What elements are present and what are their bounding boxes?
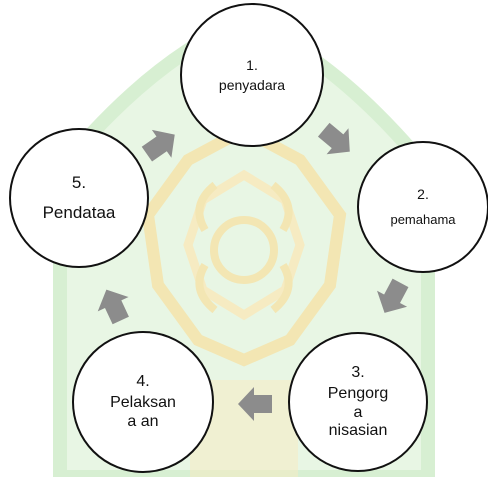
step-label-line: Pelaksan bbox=[110, 394, 176, 412]
step-number: 1. bbox=[246, 57, 258, 73]
step-number: 4. bbox=[136, 373, 149, 391]
step-label-line: a an bbox=[127, 413, 158, 431]
step-label-line: Pendataa bbox=[43, 203, 116, 223]
step-label-line: nisasian bbox=[329, 422, 388, 440]
step-number: 3. bbox=[351, 364, 364, 382]
step-number: 2. bbox=[417, 186, 429, 202]
step-label-line: Pengorg bbox=[328, 385, 389, 403]
step-label-line: a bbox=[354, 404, 363, 422]
step-number: 5. bbox=[72, 173, 86, 193]
step-circle-5: 5. Pendataa bbox=[9, 128, 149, 268]
step-label-line: pemahama bbox=[390, 213, 455, 228]
step-label-line: penyadara bbox=[219, 77, 285, 93]
step-circle-1: 1. penyadara bbox=[180, 3, 324, 147]
step-circle-2: 2. pemahama bbox=[357, 141, 488, 273]
